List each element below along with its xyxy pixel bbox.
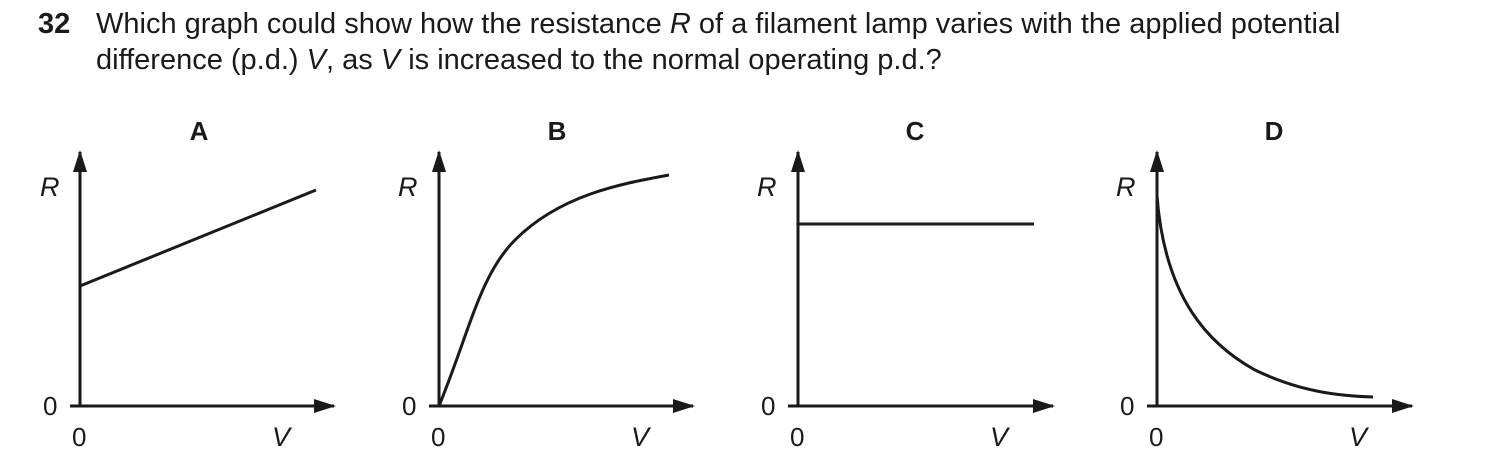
y-origin-label: 0 <box>761 391 775 421</box>
y-origin-label: 0 <box>402 391 416 421</box>
y-axis-label: R <box>1116 172 1136 202</box>
graph-d: D R V 0 0 <box>1116 116 1414 452</box>
question-text-part: is increased to the normal operating p.d… <box>400 44 942 76</box>
option-label-b: B <box>548 116 567 146</box>
option-label-d: D <box>1265 116 1284 146</box>
variable-V: V <box>380 44 401 76</box>
graph-curve <box>437 173 670 407</box>
x-origin-label: 0 <box>431 422 445 452</box>
variable-V: V <box>306 44 326 76</box>
option-label-c: C <box>906 116 925 146</box>
x-origin-label: 0 <box>72 422 86 452</box>
y-origin-label: 0 <box>1120 391 1134 421</box>
option-label-a: A <box>190 116 209 146</box>
x-axis-label: V <box>1349 422 1370 452</box>
graph-line <box>79 188 317 288</box>
question-text-part: Which graph could show how the resistanc… <box>96 8 670 40</box>
graph-a: A R V 0 0 <box>40 116 336 452</box>
question-text-part: , as <box>325 44 381 76</box>
y-axis-label: R <box>398 172 418 202</box>
question-text: Which graph could show how the resistanc… <box>96 6 1476 78</box>
graph-c: C R V 0 0 <box>757 116 1055 452</box>
question-number: 32 <box>38 8 71 40</box>
variable-R: R <box>669 8 691 40</box>
x-origin-label: 0 <box>1149 422 1163 452</box>
question-text-part: difference (p.d.) <box>96 44 307 76</box>
x-axis-label: V <box>631 422 652 452</box>
y-origin-label: 0 <box>43 391 57 421</box>
y-axis-label: R <box>757 172 777 202</box>
graph-curve <box>1155 195 1374 399</box>
graph-b: B R V 0 0 <box>398 116 695 452</box>
x-axis-label: V <box>272 422 293 452</box>
x-axis-label: V <box>990 422 1011 452</box>
question-text-part: of a filament lamp varies with the appli… <box>690 8 1341 40</box>
y-axis-label: R <box>40 172 60 202</box>
x-origin-label: 0 <box>790 422 804 452</box>
